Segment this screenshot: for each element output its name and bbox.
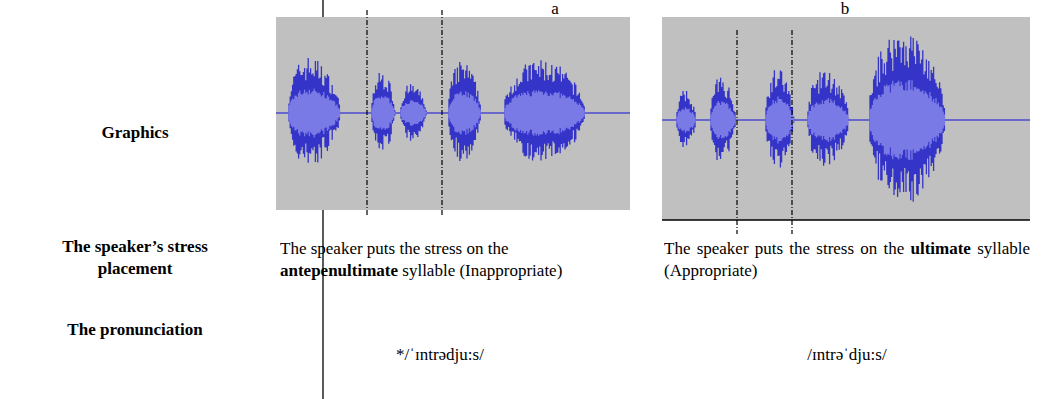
panel-letter: a xyxy=(551,0,559,18)
pronunciation: /ɪntrəˈdju:s/ xyxy=(807,345,886,364)
bold-term: antepenultimate xyxy=(280,261,398,280)
waveform-panel xyxy=(276,17,630,210)
row-heading-cell: The pronunciation xyxy=(5,319,265,341)
row-heading-cell: Graphics xyxy=(10,122,260,144)
cell-text-block: The speaker puts the stress on the antep… xyxy=(280,238,602,282)
waveform-core xyxy=(711,101,740,139)
waveform-core xyxy=(677,107,700,132)
bold-term: ultimate xyxy=(910,239,970,258)
panel-letter: b xyxy=(841,0,850,18)
waveform-burst xyxy=(870,36,961,201)
pronunciation: */ˈɪntrədju:s/ xyxy=(396,345,484,364)
row-heading: The pronunciation xyxy=(67,320,202,339)
waveform-core xyxy=(766,96,800,143)
row-heading: The speaker’s stress placement xyxy=(62,237,208,278)
waveform-core xyxy=(808,98,857,142)
waveform-core xyxy=(505,90,602,135)
waveform-burst xyxy=(401,84,431,141)
panel-letter-cell: a xyxy=(520,0,590,20)
waveform-core xyxy=(870,80,961,160)
row-heading: Graphics xyxy=(101,123,168,142)
waveform-core xyxy=(289,89,351,138)
panel-letter-cell: b xyxy=(810,0,880,20)
waveform-burst xyxy=(505,60,602,160)
waveform-burst xyxy=(677,91,700,147)
cell-text-block: The speaker puts the stress on the ultim… xyxy=(664,238,1030,282)
cell-text: The speaker puts the stress on the xyxy=(280,239,509,258)
syllable-boundaries xyxy=(367,10,792,234)
row-heading-cell: The speaker’s stress placement xyxy=(55,236,215,280)
waveform-burst xyxy=(808,72,857,166)
baseline xyxy=(662,219,1030,221)
pronunciation-cell: */ˈɪntrədju:s/ xyxy=(280,344,600,366)
waveform-panel xyxy=(662,17,1030,220)
waveform-burst xyxy=(372,73,400,149)
waveform-burst xyxy=(711,78,740,160)
pronunciation-cell: /ɪntrəˈdju:s/ xyxy=(664,344,1030,366)
cell-text: The speaker puts the stress on the xyxy=(664,239,904,258)
waveform-core xyxy=(449,91,487,134)
cell-text: syllable (Inappropriate) xyxy=(402,261,562,280)
waveform-core xyxy=(372,96,400,129)
waveform-burst xyxy=(289,58,351,163)
waveform-core xyxy=(401,100,431,126)
waveform-burst xyxy=(766,70,800,167)
waveform-burst xyxy=(449,62,487,161)
